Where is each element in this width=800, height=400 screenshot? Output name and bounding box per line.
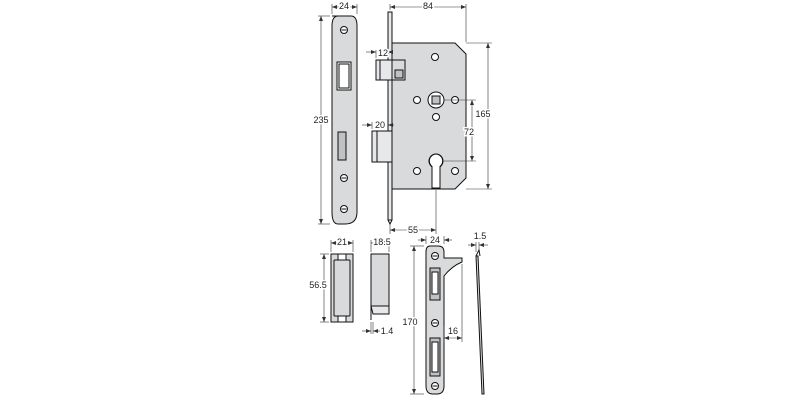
case-width-label: 84 bbox=[423, 1, 433, 11]
box-width-dimension: 21 bbox=[330, 236, 354, 252]
box-lip-label: 1.4 bbox=[381, 326, 394, 336]
bolt-offset-label: 20 bbox=[375, 120, 385, 130]
box-depth-label: 18.5 bbox=[373, 237, 391, 247]
forend-width-dimension: 24 bbox=[331, 0, 358, 14]
case-height-dimension: 165 bbox=[466, 42, 492, 190]
backset-label: 55 bbox=[408, 225, 418, 235]
case-width-dimension: 84 bbox=[389, 0, 467, 42]
box-lip-dimension: 1.4 bbox=[362, 322, 395, 338]
forend-height-dimension: 235 bbox=[312, 15, 330, 225]
case-height-label: 165 bbox=[475, 109, 490, 119]
strike-lip-label: 16 bbox=[448, 326, 458, 336]
strike-plate-side bbox=[475, 248, 485, 395]
strike-box-side bbox=[370, 253, 390, 320]
centres-label: 72 bbox=[464, 127, 474, 137]
strike-lip-dimension: 16 bbox=[443, 264, 463, 342]
forend-plate bbox=[331, 15, 358, 225]
deadlatch-offset-label: 12 bbox=[378, 48, 388, 58]
strike-thickness-label: 1.5 bbox=[474, 231, 487, 241]
strike-width-label: 24 bbox=[430, 235, 440, 245]
bolt-offset-dimension: 20 bbox=[362, 119, 394, 132]
forend-width-label: 24 bbox=[339, 1, 349, 11]
box-height-dimension: 56.5 bbox=[308, 253, 329, 323]
strike-box-front bbox=[330, 253, 354, 323]
lock-case bbox=[371, 11, 467, 226]
strike-thickness-dimension: 1.5 bbox=[468, 230, 488, 252]
box-width-label: 21 bbox=[337, 237, 347, 247]
forend-height-label: 235 bbox=[313, 115, 328, 125]
strike-height-dimension: 170 bbox=[401, 245, 424, 395]
backset-dimension: 55 bbox=[389, 190, 437, 237]
deadlatch-offset-dimension: 12 bbox=[366, 47, 393, 60]
strike-width-dimension: 24 bbox=[418, 234, 452, 247]
strike-height-label: 170 bbox=[402, 317, 417, 327]
centres-dimension: 72 bbox=[444, 99, 476, 162]
box-height-label: 56.5 bbox=[309, 280, 327, 290]
strike-plate bbox=[425, 245, 463, 395]
box-depth-dimension: 18.5 bbox=[370, 236, 392, 252]
